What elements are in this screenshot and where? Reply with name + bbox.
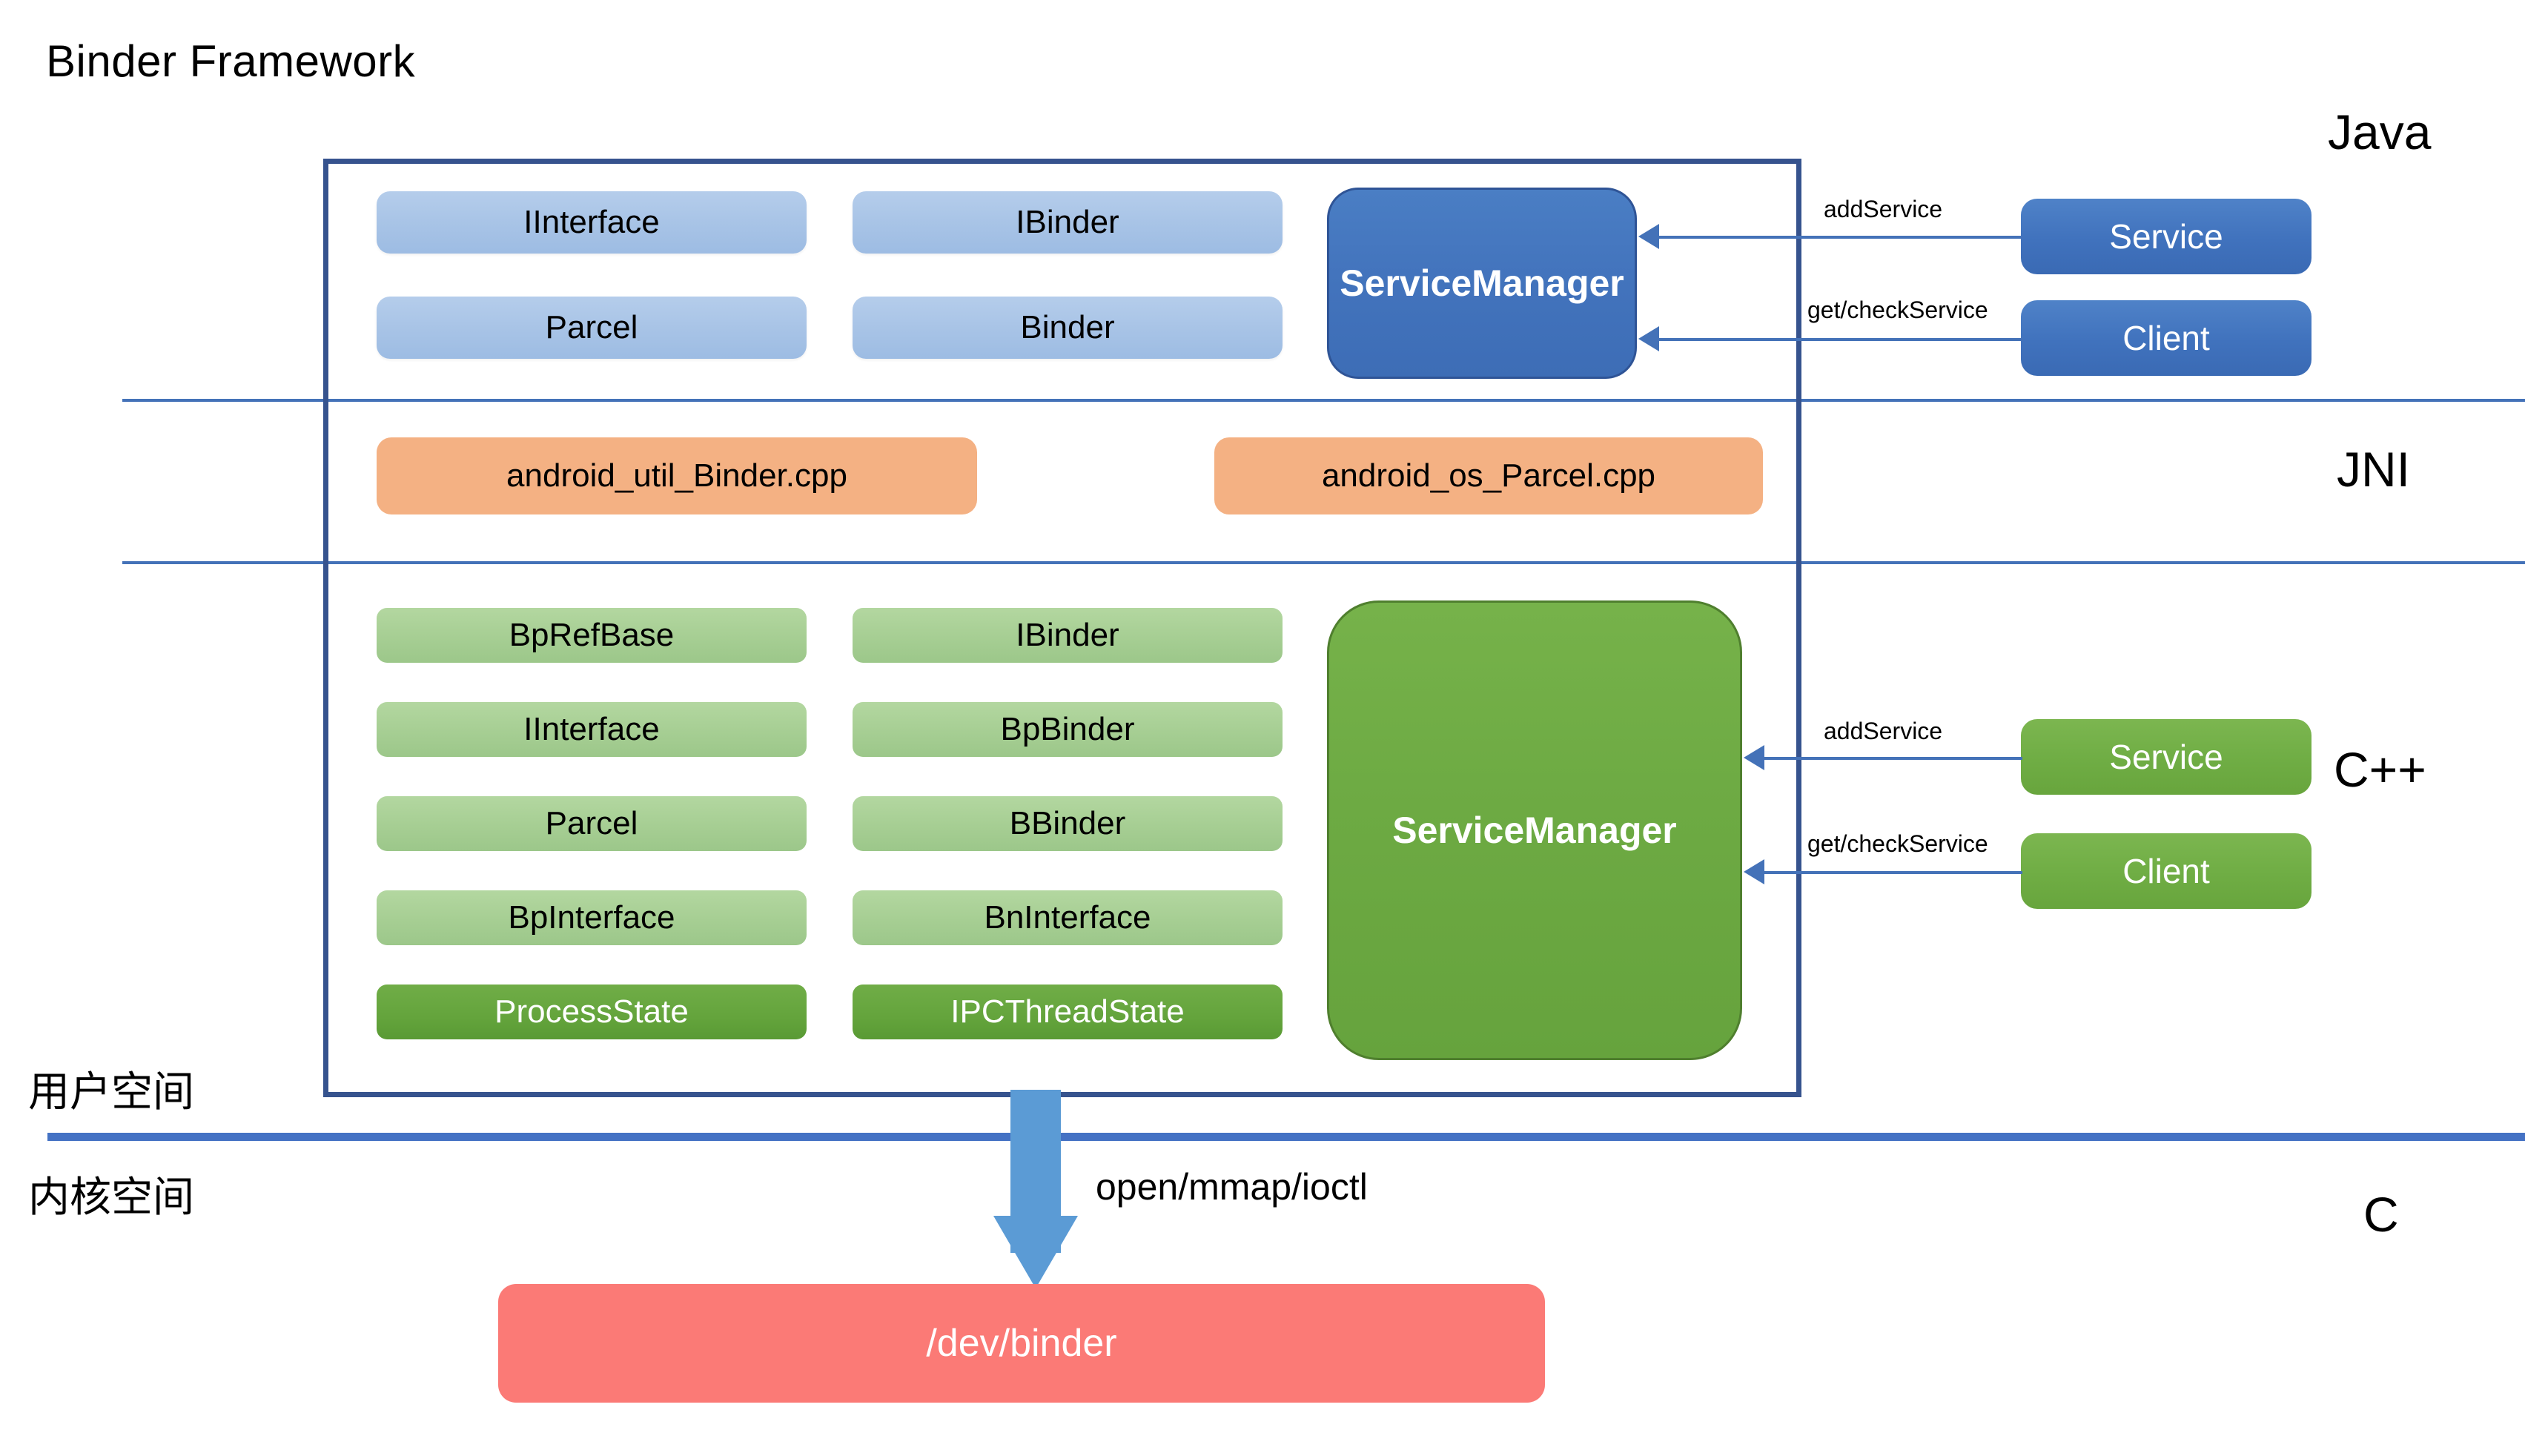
cpp-component-label: BpRefBase: [509, 616, 675, 653]
syscall-arrow-head: [993, 1216, 1078, 1288]
cpp-component-iinterface[interactable]: IInterface: [377, 702, 807, 757]
java-actor-label: Service: [2109, 216, 2223, 256]
cpp-component-label: BpInterface: [508, 899, 675, 936]
dev-binder-node[interactable]: /dev/binder: [498, 1284, 1545, 1403]
cpp-getservice-arrow-line: [1764, 871, 2022, 874]
cpp-addservice-arrow-head: [1744, 745, 1764, 770]
layer-divider-java-jni: [122, 399, 2525, 402]
java-component-ibinder[interactable]: IBinder: [853, 191, 1283, 254]
kernel-space-label: 内核空间: [28, 1174, 194, 1222]
user-kernel-divider: [47, 1133, 2525, 1141]
layer-label-cpp: C++: [2334, 742, 2426, 797]
java-getservice-arrow-head: [1638, 326, 1659, 351]
java-component-parcel[interactable]: Parcel: [377, 297, 807, 359]
cpp-component-bbinder[interactable]: BBinder: [853, 796, 1283, 851]
java-actor-service[interactable]: Service: [2021, 199, 2311, 274]
java-component-label: IBinder: [1016, 203, 1119, 240]
cpp-actor-label: Client: [2122, 851, 2210, 890]
java-component-label: Binder: [1020, 308, 1115, 345]
cpp-component-label: BnInterface: [984, 899, 1151, 936]
cpp-component-label: Parcel: [545, 804, 638, 841]
java-component-label: IInterface: [523, 203, 660, 240]
cpp-component-label: ProcessState: [494, 993, 689, 1030]
cpp-actor-service[interactable]: Service: [2021, 719, 2311, 795]
cpp-service-manager-label: ServiceManager: [1392, 809, 1677, 851]
java-actor-label: Client: [2122, 318, 2210, 357]
java-component-binder[interactable]: Binder: [853, 297, 1283, 359]
cpp-component-parcel[interactable]: Parcel: [377, 796, 807, 851]
jni-component-label: android_util_Binder.cpp: [506, 457, 847, 494]
layer-divider-jni-cpp: [122, 561, 2525, 564]
cpp-component-bninterface[interactable]: BnInterface: [853, 890, 1283, 945]
cpp-component-label: IInterface: [523, 710, 660, 747]
java-addservice-arrow-head: [1638, 224, 1659, 249]
cpp-component-bpinterface[interactable]: BpInterface: [377, 890, 807, 945]
page-title: Binder Framework: [46, 36, 416, 86]
java-addservice-label: addService: [1824, 196, 1943, 222]
cpp-service-manager[interactable]: ServiceManager: [1327, 600, 1742, 1060]
cpp-component-bprefbase[interactable]: BpRefBase: [377, 608, 807, 663]
layer-label-c: C: [2363, 1187, 2399, 1242]
jni-component-label: android_os_Parcel.cpp: [1321, 457, 1656, 494]
cpp-actor-client[interactable]: Client: [2021, 833, 2311, 909]
java-addservice-arrow-line: [1659, 236, 2022, 239]
cpp-component-label: BpBinder: [1000, 710, 1135, 747]
cpp-actor-label: Service: [2109, 737, 2223, 776]
cpp-addservice-label: addService: [1824, 718, 1943, 744]
java-getservice-arrow-line: [1659, 338, 2022, 341]
java-component-iinterface[interactable]: IInterface: [377, 191, 807, 254]
jni-component-android-os-parcel[interactable]: android_os_Parcel.cpp: [1214, 437, 1763, 514]
cpp-addservice-arrow-line: [1764, 757, 2022, 760]
java-actor-client[interactable]: Client: [2021, 300, 2311, 376]
user-space-label: 用户空间: [28, 1068, 194, 1116]
cpp-getservice-arrow-head: [1744, 859, 1764, 884]
dev-binder-label: /dev/binder: [926, 1321, 1117, 1365]
cpp-component-label: IPCThreadState: [950, 993, 1185, 1030]
cpp-component-ipcthreadstate[interactable]: IPCThreadState: [853, 985, 1283, 1039]
java-service-manager-label: ServiceManager: [1340, 262, 1624, 304]
syscall-label: open/mmap/ioctl: [1096, 1166, 1368, 1208]
layer-label-java: Java: [2328, 105, 2432, 159]
cpp-component-processstate[interactable]: ProcessState: [377, 985, 807, 1039]
jni-component-android-util-binder[interactable]: android_util_Binder.cpp: [377, 437, 977, 514]
cpp-component-bpbinder[interactable]: BpBinder: [853, 702, 1283, 757]
java-service-manager[interactable]: ServiceManager: [1327, 188, 1637, 379]
layer-label-jni: JNI: [2337, 442, 2410, 497]
cpp-component-label: BBinder: [1009, 804, 1126, 841]
java-component-label: Parcel: [545, 308, 638, 345]
cpp-component-label: IBinder: [1016, 616, 1119, 653]
cpp-component-ibinder[interactable]: IBinder: [853, 608, 1283, 663]
java-getservice-label: get/checkService: [1807, 297, 1988, 323]
user-space-frame: [323, 159, 1801, 1097]
cpp-getservice-label: get/checkService: [1807, 830, 1988, 857]
